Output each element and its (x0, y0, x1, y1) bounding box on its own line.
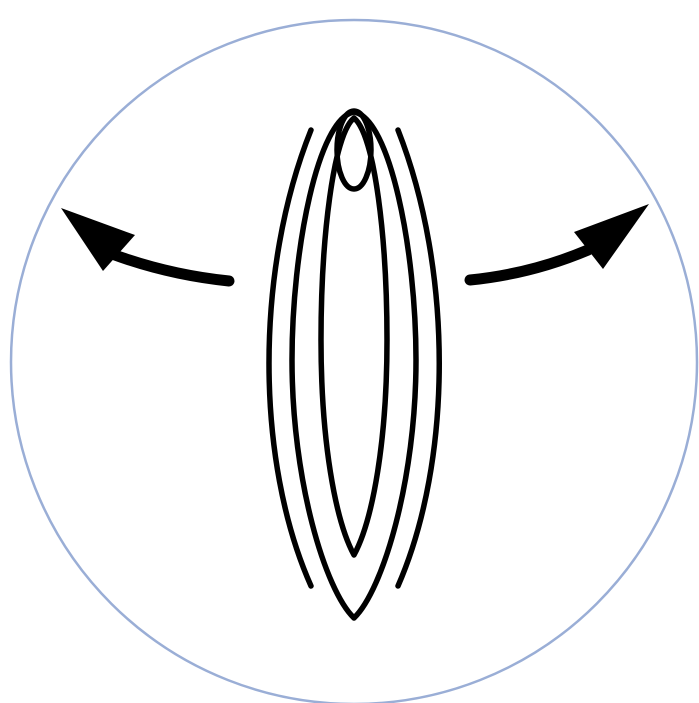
top-oval (337, 111, 371, 189)
outer-circle (11, 20, 697, 703)
inner-lens (321, 118, 387, 555)
arrow-curved-right-icon (470, 204, 649, 280)
arrow-curved-left-icon (61, 208, 229, 281)
lens-group (269, 111, 439, 618)
